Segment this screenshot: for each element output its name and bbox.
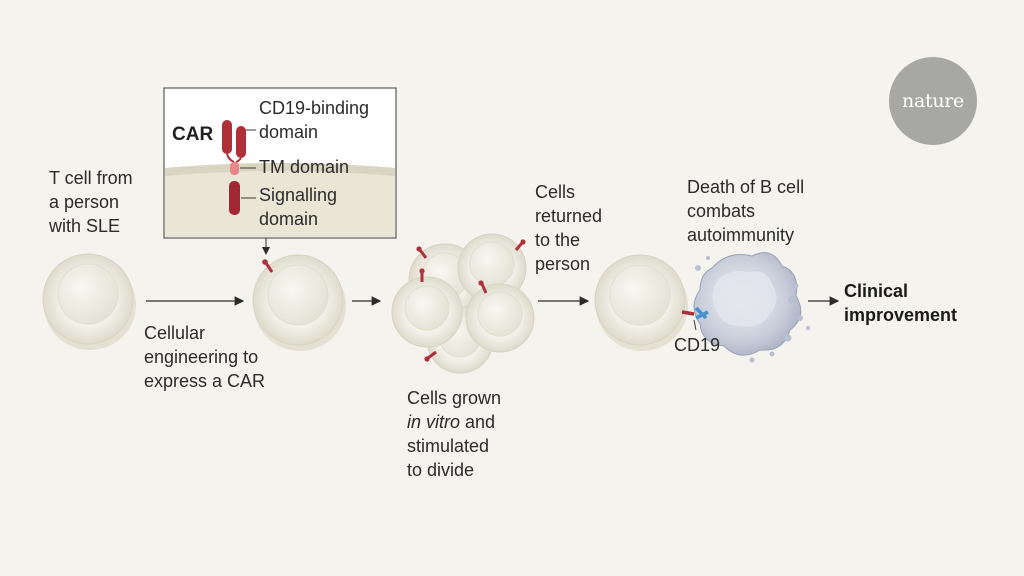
car-title: CAR	[172, 124, 214, 145]
car-cd19-binding-icon	[681, 306, 709, 331]
car-molecule-icon	[222, 120, 246, 215]
nature-logo: nature	[889, 57, 977, 145]
expanded-cell-cluster	[391, 233, 535, 374]
step3-label: Cells grown in vitro and stimulated to d…	[407, 388, 502, 480]
debris-fragments	[695, 256, 810, 363]
cd19-label: CD19	[674, 335, 721, 355]
car-structure-inset	[163, 87, 397, 239]
tm-domain-label: TM domain	[259, 157, 350, 177]
car-t-cell-attacking	[594, 254, 688, 351]
car-receptor-icons	[416, 239, 526, 362]
car-t-cell	[252, 254, 346, 351]
nature-logo-text: nature	[902, 90, 964, 112]
car-receptor-icon	[262, 259, 274, 273]
t-cell-from-patient	[42, 253, 136, 350]
dying-b-cell	[693, 252, 810, 363]
